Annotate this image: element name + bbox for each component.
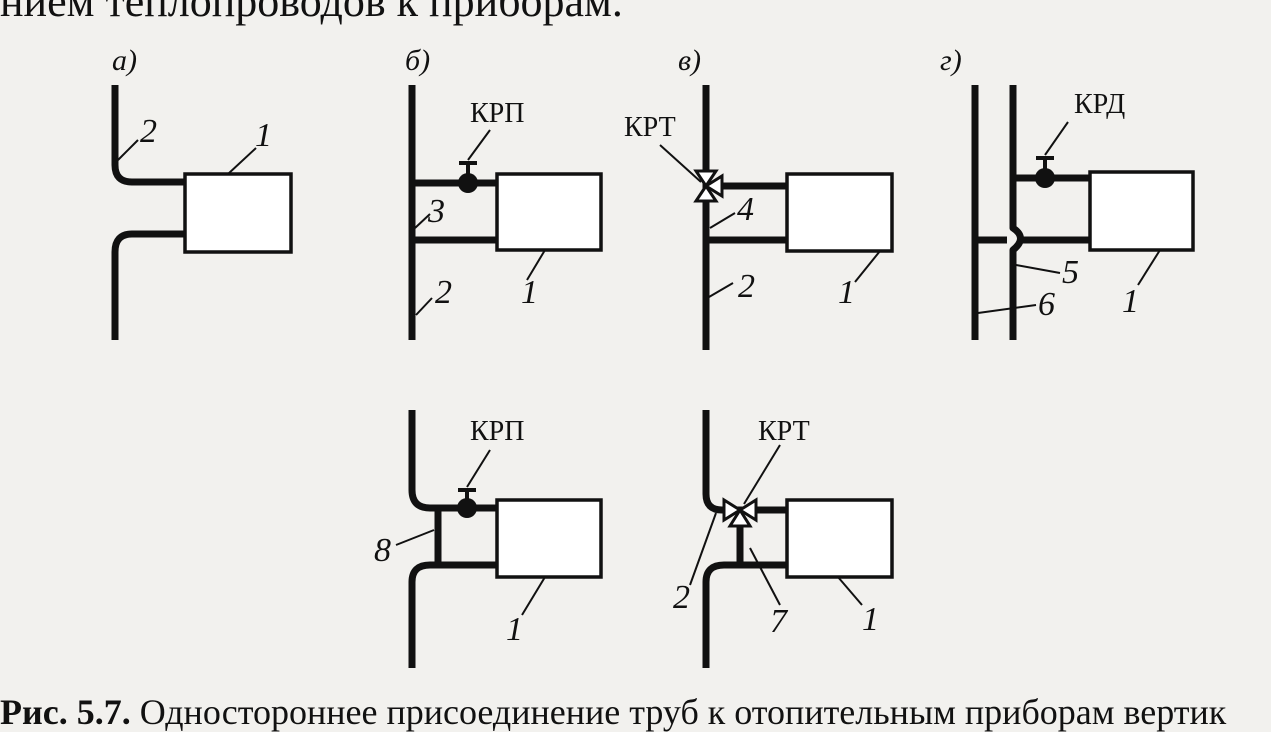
valve-label: КРП	[470, 416, 524, 447]
return-pipe	[408, 561, 497, 668]
label-1: 1	[506, 611, 523, 648]
valve-leader	[743, 444, 781, 505]
valve-leader	[659, 144, 702, 183]
leader-8	[395, 529, 435, 546]
label-4: 4	[737, 191, 754, 228]
return-pipe	[702, 561, 787, 668]
heating-device	[785, 172, 894, 253]
label-2: 2	[673, 579, 690, 616]
supply-pipe	[702, 410, 740, 514]
header-text: нием теплопроводов к приборам.	[0, 0, 623, 26]
leader-5	[1015, 264, 1061, 274]
valve-label: КРТ	[758, 416, 810, 447]
label-6: 6	[1038, 286, 1055, 323]
panel-a: а) 2 1	[111, 44, 293, 340]
label-5: 5	[1062, 254, 1079, 291]
valve-label: КРД	[1074, 89, 1125, 120]
leader-7	[749, 547, 781, 606]
leader-1	[227, 147, 257, 175]
valve-label: КРП	[470, 98, 524, 129]
label-1: 1	[838, 274, 855, 311]
leader-4	[709, 212, 736, 229]
leader-1	[1137, 249, 1161, 286]
label-7: 7	[770, 603, 789, 640]
valve-leader	[1044, 121, 1069, 156]
leader-1	[837, 576, 863, 606]
return-pipe	[111, 230, 185, 340]
heating-device	[785, 498, 894, 579]
valve-label: КРТ	[624, 112, 676, 143]
leader-2	[415, 297, 433, 316]
label-2: 2	[738, 268, 755, 305]
valve-krt-icon	[693, 169, 724, 203]
label-2: 2	[435, 274, 452, 311]
panel-d: КРП 8 1	[374, 410, 603, 668]
valve-krp-icon	[457, 498, 477, 518]
caption-number: Рис. 5.7.	[0, 692, 131, 732]
panel-v-tag: в)	[678, 44, 701, 77]
panel-g: г) КРД 5 6 1	[940, 44, 1195, 340]
heating-device	[495, 172, 603, 252]
riser-supply-pipe	[1009, 85, 1024, 340]
caption-text: Одностороннее присоединение труб к отопи…	[139, 692, 1227, 732]
panel-g-tag: г)	[940, 44, 962, 77]
leader-2	[117, 139, 139, 161]
panel-b: б) КРП 3 2 1	[405, 44, 603, 340]
leader-1	[521, 576, 546, 616]
panel-e: КРТ 2 7 1	[673, 410, 894, 668]
leader-2	[689, 512, 717, 586]
panel-b-tag: б)	[405, 44, 430, 77]
panel-v: в) КРТ 4 2 1	[624, 44, 894, 350]
supply-pipe	[408, 410, 497, 512]
label-1: 1	[862, 601, 879, 638]
label-3: 3	[427, 193, 445, 230]
label-8: 8	[374, 532, 391, 569]
leader-1	[854, 250, 881, 283]
panel-a-tag: а)	[112, 44, 137, 77]
valve-krt-icon	[722, 497, 758, 528]
heating-device	[183, 172, 293, 254]
valve-krp-icon	[458, 173, 478, 193]
label-1: 1	[255, 117, 272, 154]
heating-device	[495, 498, 603, 579]
leader-6	[977, 304, 1037, 314]
leader-3	[414, 213, 431, 229]
leader-2	[708, 282, 734, 298]
figure-caption: Рис. 5.7. Одностороннее присоединение тр…	[0, 692, 1226, 732]
leader-1	[526, 249, 546, 281]
valve-leader	[466, 449, 491, 488]
heating-device	[1088, 170, 1195, 252]
valve-leader	[467, 129, 491, 161]
valve-krd-icon	[1035, 168, 1055, 188]
label-1: 1	[521, 274, 538, 311]
supply-pipe	[111, 85, 185, 186]
label-2: 2	[140, 113, 157, 150]
label-1: 1	[1122, 283, 1139, 320]
